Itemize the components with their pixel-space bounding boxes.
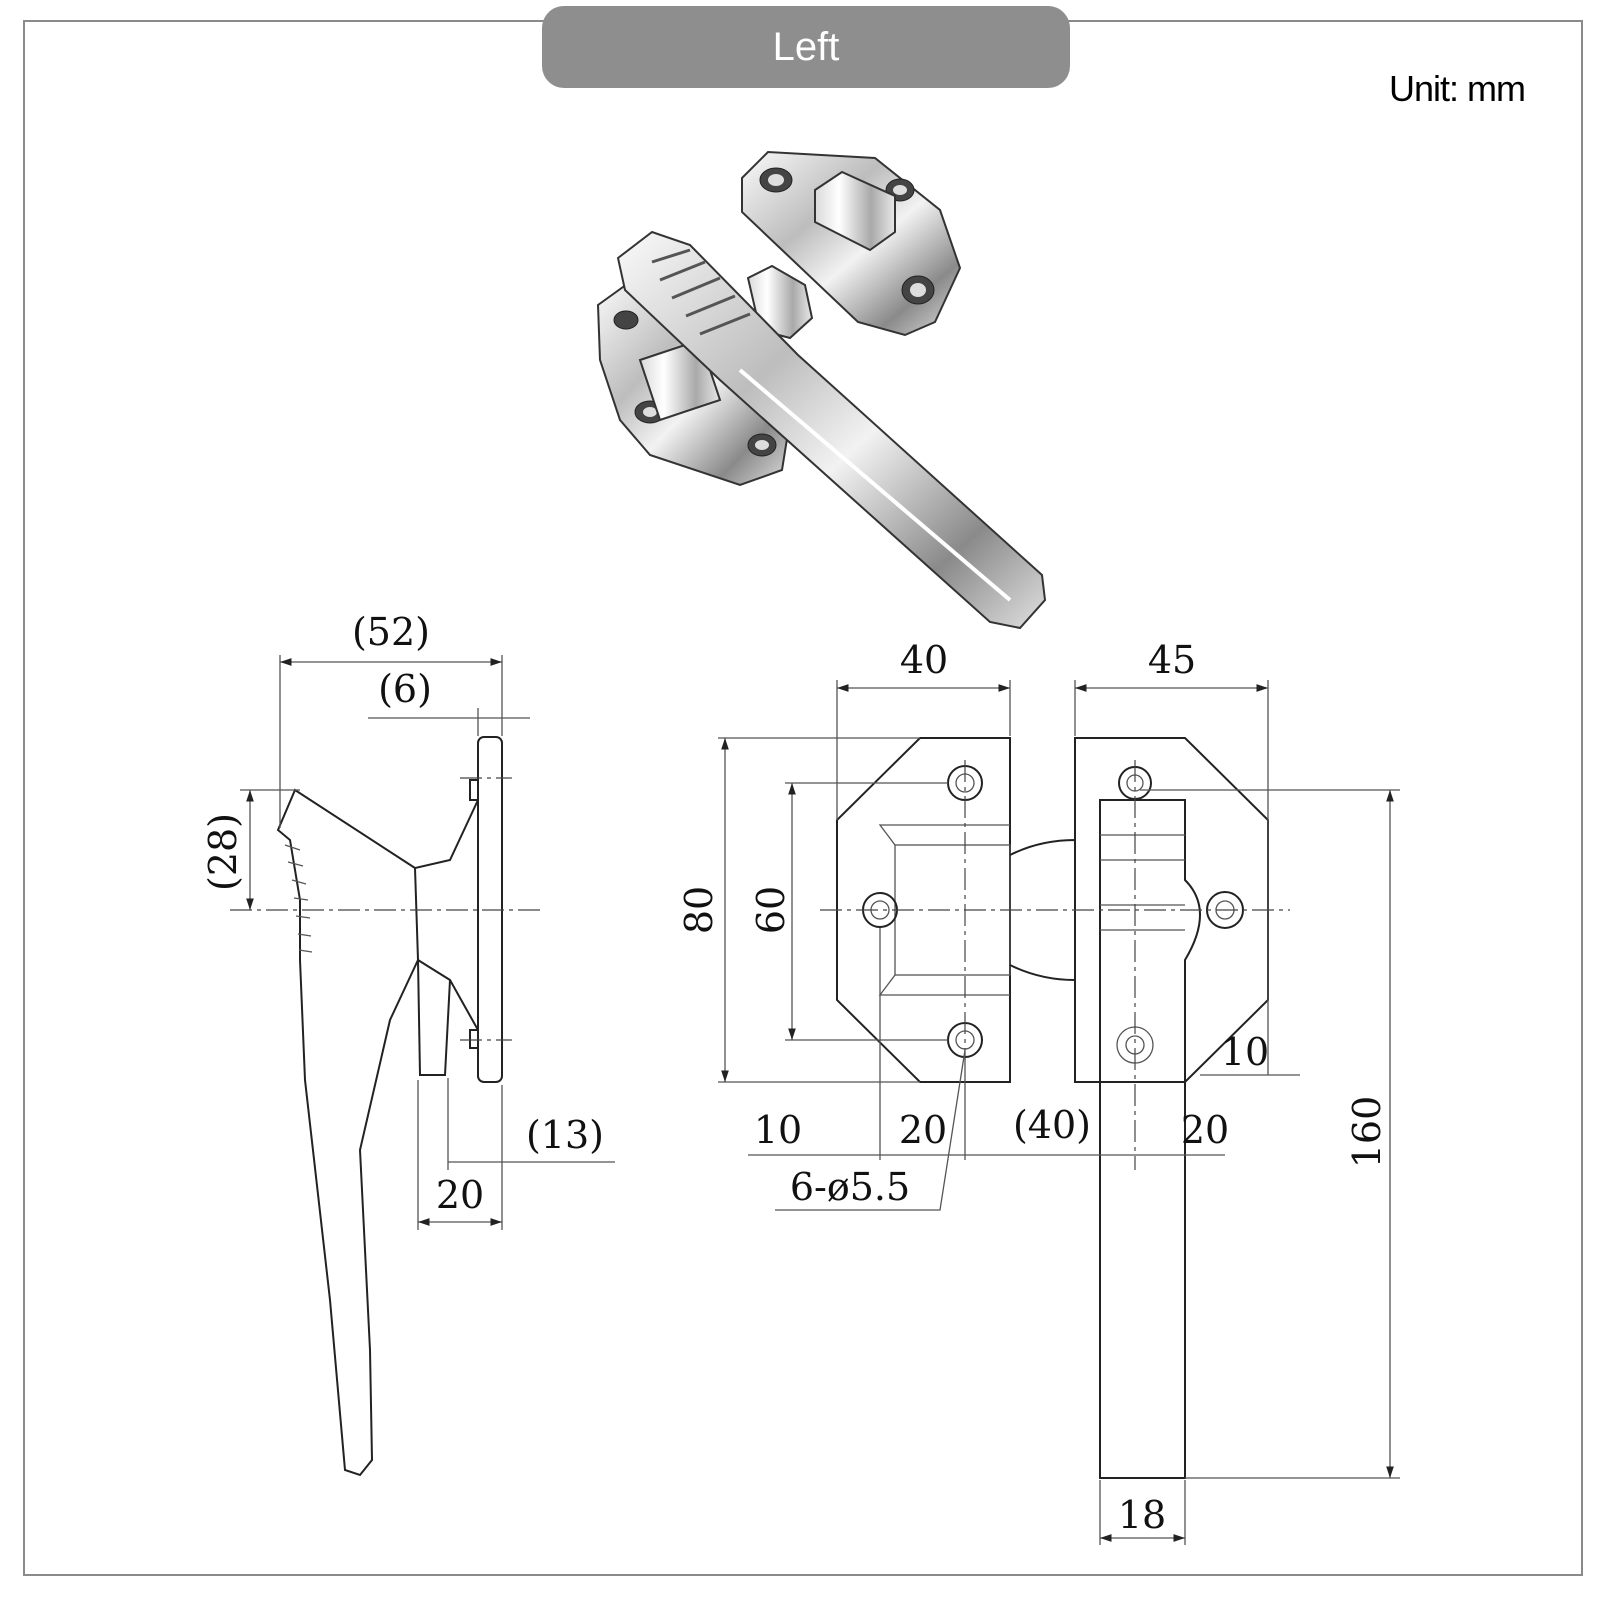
dim-base-offset: (13)	[526, 1113, 604, 1157]
dim-plate-thickness: (6)	[378, 667, 432, 711]
dim-left-edge: 10	[754, 1108, 802, 1152]
dim-handle-length: 160	[1345, 1096, 1389, 1169]
dim-height-holes: 60	[749, 886, 793, 934]
title-text: Left	[772, 24, 840, 69]
front-view: 40 45 80 60 10 20 (40) 20 10 6-ø5.5 160	[677, 638, 1400, 1545]
unit-label: Unit: mm	[1389, 68, 1526, 109]
dim-offset: (28)	[201, 813, 245, 891]
dim-latch-width: 45	[1148, 638, 1196, 682]
dim-neck-width: 20	[436, 1173, 484, 1217]
dim-handle-width: 18	[1118, 1493, 1166, 1537]
dim-overall-width: (52)	[352, 610, 430, 654]
dim-right-edge: 10	[1221, 1030, 1269, 1074]
side-view: (52) (6) (28) (13) 20	[201, 610, 615, 1477]
dim-height-outer: 80	[677, 886, 721, 934]
latch-handle	[616, 230, 1047, 630]
dim-holes: 6-ø5.5	[790, 1165, 910, 1209]
product-photo	[596, 150, 1047, 630]
dim-gap: (40)	[1013, 1103, 1091, 1147]
title-banner: Left	[542, 6, 1070, 88]
dim-keeper-hole: 20	[899, 1108, 947, 1152]
dim-latch-hole: 20	[1181, 1108, 1229, 1152]
dim-keeper-width: 40	[900, 638, 948, 682]
